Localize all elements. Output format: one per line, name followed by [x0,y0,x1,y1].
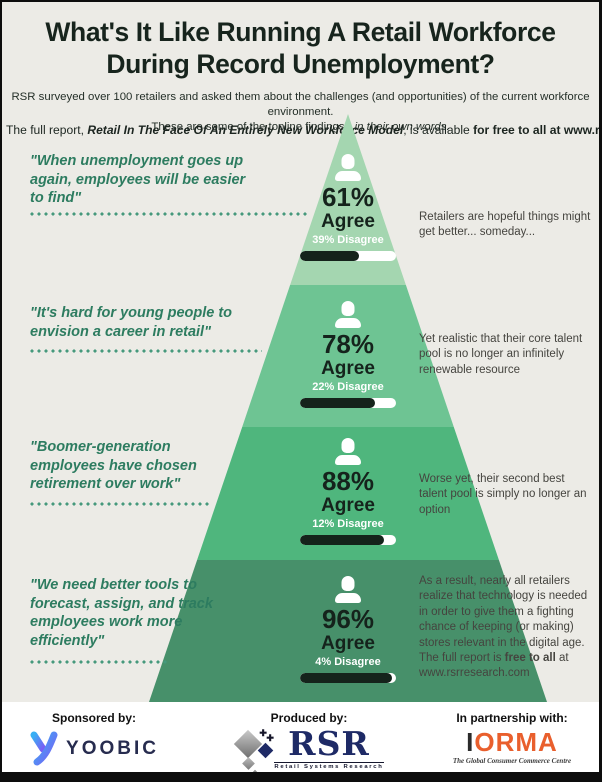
commentary-1: Retailers are hopeful things might get b… [419,211,591,239]
progress-fill [300,534,385,545]
quote-4: "We need better tools to forecast, assig… [30,577,213,649]
iorma-wordmark: IORMA [428,727,596,757]
iorma-tagline: The Global Consumer Commerce Centre [452,757,572,766]
pyramid-chart: 61% Agree 39% Disagree 78% Agree 22% Dis… [149,114,547,702]
sponsored-by-label: Sponsored by: [51,711,136,725]
partnership-label: In partnership with: [456,711,568,725]
person-icon [333,154,363,181]
agree-percentage: 88% [321,466,375,496]
producer-column: Produced by: ✚ ✚ RSR Retail Systems Rese… [218,702,400,779]
quote-1: "When unemployment goes up again, employ… [30,153,246,207]
agree-progress-bar [300,250,396,261]
person-icon [333,438,363,465]
disagree-label: 12% Disagree [312,517,384,530]
tier-3-stats: 88% Agree 12% Disagree [288,438,408,545]
commentary-4: As a result, nearly all retailers realiz… [419,574,597,682]
agree-label: Agree [321,211,375,233]
agree-label: Agree [321,495,375,517]
report-url-text: for free to all at www.rsrresearch.com [473,123,600,137]
footer: Sponsored by: YOOBIC Produced by: [2,702,599,779]
commentary-2: Yet realistic that their core talent poo… [419,333,583,376]
sponsor-column: Sponsored by: YOOBIC [10,702,178,767]
plus-icon: ✚ [259,728,267,738]
yoobic-y-icon [30,731,58,766]
subtitle: RSR surveyed over 100 retailers and aske… [8,90,593,135]
dotted-divider [30,660,169,664]
person-icon [333,301,363,328]
page-title: What's It Like Running A Retail Workforc… [2,17,599,81]
commentary-3: Worse yet, their second best talent pool… [419,473,587,516]
iorma-i: I [466,727,475,757]
progress-fill [300,672,393,683]
disagree-label: 4% Disagree [315,655,381,668]
subtitle-line-1: RSR surveyed over 100 retailers and aske… [11,91,590,119]
rsr-wordmark: RSR [288,724,370,763]
agree-label: Agree [321,358,375,380]
commentary-4-text: As a result, nearly all retailers realiz… [419,575,588,665]
commentary-4-bold: free to all [504,652,556,665]
rsr-tagline: Retail Systems Research [274,761,384,770]
rsr-wordmark-block: RSR Retail Systems Research [274,724,384,770]
rsr-diamonds-icon: ✚ ✚ [234,727,274,779]
dotted-divider [30,349,262,353]
produced-by-label: Produced by: [270,711,348,725]
yoobic-logo: YOOBIC [10,731,178,767]
plus-icon: ✚ [266,733,274,743]
agree-percentage: 96% [321,604,375,634]
agree-progress-bar [300,534,396,545]
person-icon [333,576,363,603]
quote-3: "Boomer-generation employees have chosen… [30,439,197,493]
agree-label: Agree [321,633,375,655]
commentary-4-url: at www.rsrresearch.com [419,652,569,680]
quote-2: "It's hard for young people to envision … [30,305,233,340]
report-title: Retail In The Face Of An Entirely New Wo… [87,123,404,137]
agree-percentage: 61% [321,182,375,212]
iorma-orma: ORMA [474,727,558,757]
report-availability-line: The full report, Retail In The Face Of A… [6,123,599,137]
agree-progress-bar [300,672,396,683]
report-prefix: The full report, [6,123,88,137]
yoobic-wordmark: YOOBIC [66,738,159,759]
progress-fill [300,250,359,261]
agree-progress-bar [300,397,396,408]
dotted-divider [30,502,212,506]
title-line-2: During Record Unemployment? [106,48,495,79]
agree-percentage: 78% [321,329,375,359]
bottom-black-bar [2,772,599,782]
title-line-1: What's It Like Running A Retail Workforc… [45,17,556,47]
subtitle-line-2-italic: in their own words. [354,121,450,134]
disagree-label: 22% Disagree [312,380,384,393]
tier-4-stats: 96% Agree 4% Disagree [288,576,408,683]
progress-fill [300,397,375,408]
dotted-divider [30,212,308,216]
report-mid: , is available [403,123,474,137]
rsr-logo: ✚ ✚ RSR Retail Systems Research [218,724,400,779]
tier-1-stats: 61% Agree 39% Disagree [288,154,408,261]
tier-2-stats: 78% Agree 22% Disagree [288,301,408,408]
disagree-label: 39% Disagree [312,233,384,246]
subtitle-line-2: These are some of the topline findings - [151,121,355,134]
partner-column: In partnership with: IORMA The Global Co… [428,702,596,765]
